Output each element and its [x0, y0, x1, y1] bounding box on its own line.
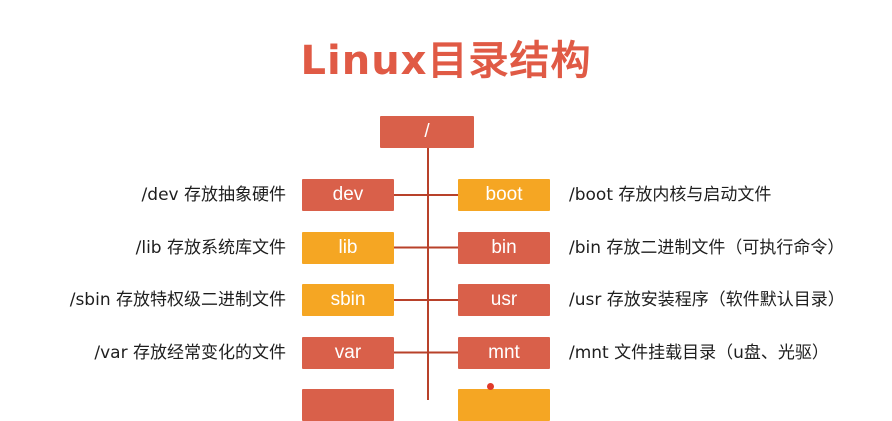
dir-description-left-3: /var 存放经常变化的文件: [94, 342, 286, 363]
dir-description-left-2: /sbin 存放特权级二进制文件: [69, 290, 286, 310]
dir-node-right-0: boot: [458, 179, 550, 211]
cursor-dot: [487, 383, 494, 390]
dir-node-left-3: var: [302, 336, 394, 369]
dir-node-left-1: lib: [302, 231, 394, 264]
dir-node-right-1: bin: [458, 231, 550, 264]
dir-node-left-4: [302, 389, 394, 421]
dir-node-left-2: sbin: [302, 284, 394, 316]
diagram-title: Linux目录结构: [300, 38, 592, 84]
dir-node-left-0: dev: [302, 179, 394, 211]
dir-node-right-2: usr: [458, 284, 550, 316]
dir-description-right-2: /usr 存放安装程序（软件默认目录）: [569, 290, 845, 310]
root-node: /: [380, 116, 474, 148]
dir-description-right-0: /boot 存放内核与启动文件: [569, 185, 772, 205]
dir-description-right-3: /mnt 文件挂载目录（u盘、光驱）: [569, 342, 829, 363]
connector-lines: [394, 148, 458, 400]
dir-description-left-0: /dev 存放抽象硬件: [141, 185, 286, 205]
dir-description-right-1: /bin 存放二进制文件（可执行命令）: [569, 237, 845, 258]
dir-node-right-3: mnt: [458, 336, 550, 369]
dir-description-left-1: /lib 存放系统库文件: [135, 237, 286, 258]
dir-node-right-4: [458, 389, 550, 421]
